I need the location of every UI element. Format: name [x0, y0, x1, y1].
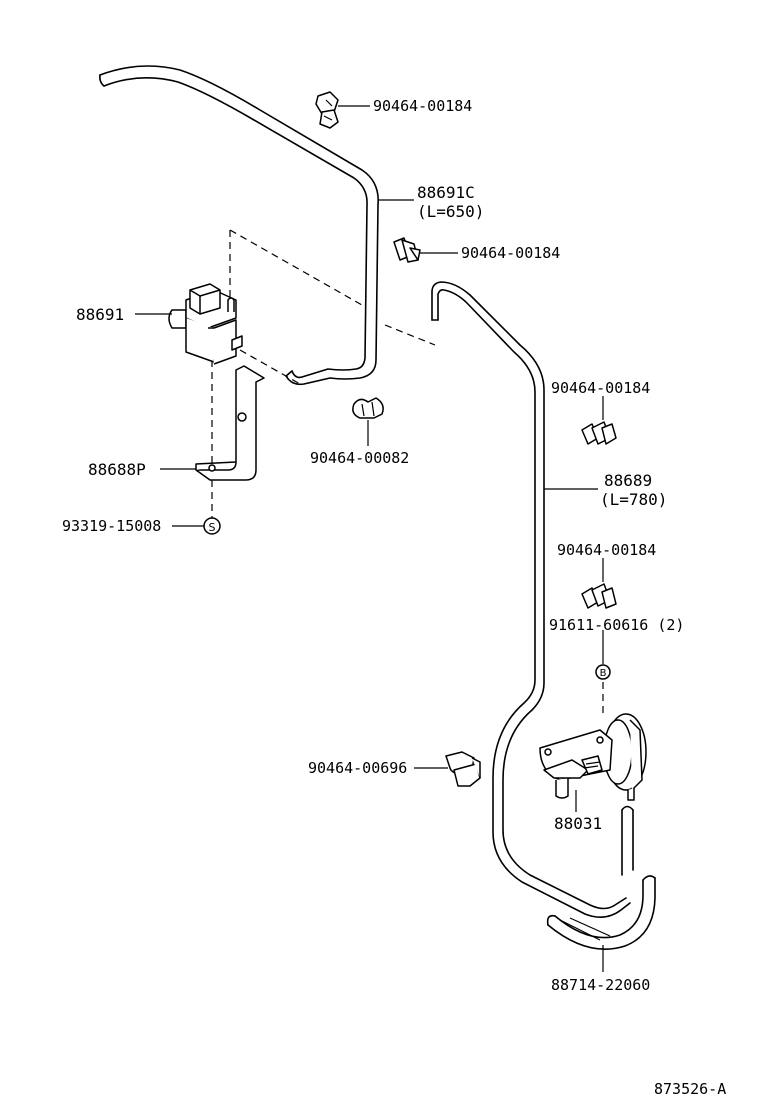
hose-actuator-stub [621, 805, 634, 876]
labels: 90464-00184 88691C (L=650) 90464-00184 8… [62, 97, 726, 1098]
bolt-93319-15008: S [203, 517, 221, 535]
figure-id: 873526-A [654, 1080, 726, 1098]
label-clip-top: 90464-00184 [373, 97, 472, 115]
label-bracket: 88688P [88, 460, 146, 479]
hose-88714 [546, 875, 656, 950]
clip-lower-right-icon [581, 583, 617, 609]
bracket-88688p [195, 365, 265, 481]
screw-91611-60616: B [595, 664, 611, 680]
label-clip-upper-right: 90464-00184 [461, 244, 560, 262]
label-hose-bottom: 88714-22060 [551, 976, 650, 994]
svg-text:B: B [600, 668, 607, 679]
label-hose-main: 88689 [604, 471, 652, 490]
label-clip-lower-right: 90464-00184 [557, 541, 656, 559]
label-screw: 91611-60616 (2) [549, 616, 684, 634]
label-clip-lower: 90464-00082 [310, 449, 409, 467]
label-clip-mid-right: 90464-00184 [551, 379, 650, 397]
label-hose-upper: 88691C [417, 183, 475, 202]
label-hose-main-length: (L=780) [600, 490, 667, 509]
vsv-88691 [168, 283, 243, 365]
clip-90464-00082-icon [352, 397, 384, 419]
label-hose-upper-length: (L=650) [417, 202, 484, 221]
label-vsv: 88691 [76, 305, 124, 324]
leader-lines [135, 105, 604, 972]
clamp-90464-00696-icon [445, 751, 481, 787]
hose-88691c [99, 65, 379, 386]
svg-text:S: S [209, 521, 216, 534]
clip-mid-right-icon [581, 421, 617, 445]
label-actuator: 88031 [554, 814, 602, 833]
actuator-88031 [539, 713, 647, 801]
label-bolt: 93319-15008 [62, 517, 161, 535]
hose-88689 [431, 281, 631, 918]
clip-top-icon [315, 91, 339, 129]
label-clamp: 90464-00696 [308, 759, 407, 777]
clip-upper-right-icon [393, 237, 421, 263]
